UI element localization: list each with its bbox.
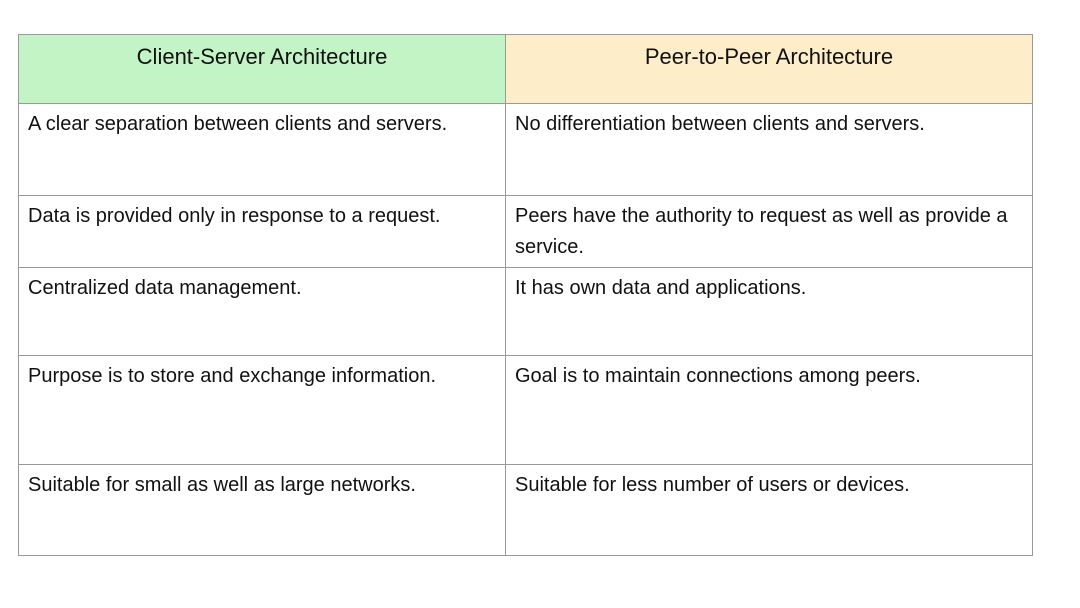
table-row: A clear separation between clients and s… xyxy=(18,103,1033,196)
table-row: Data is provided only in response to a r… xyxy=(18,195,1033,268)
cell-client-server-3: Centralized data management. xyxy=(18,267,506,356)
cell-client-server-4: Purpose is to store and exchange informa… xyxy=(18,355,506,465)
table-row: Centralized data management. It has own … xyxy=(18,267,1033,356)
table-row: Suitable for small as well as large netw… xyxy=(18,464,1033,556)
cell-client-server-1: A clear separation between clients and s… xyxy=(18,103,506,196)
cell-peer-to-peer-2: Peers have the authority to request as w… xyxy=(505,195,1033,268)
cell-client-server-2: Data is provided only in response to a r… xyxy=(18,195,506,268)
header-client-server: Client-Server Architecture xyxy=(18,34,506,104)
cell-peer-to-peer-4: Goal is to maintain connections among pe… xyxy=(505,355,1033,465)
header-peer-to-peer: Peer-to-Peer Architecture xyxy=(505,34,1033,104)
cell-client-server-5: Suitable for small as well as large netw… xyxy=(18,464,506,556)
cell-peer-to-peer-3: It has own data and applications. xyxy=(505,267,1033,356)
comparison-table: Client-Server Architecture Peer-to-Peer … xyxy=(18,34,1033,556)
cell-peer-to-peer-5: Suitable for less number of users or dev… xyxy=(505,464,1033,556)
header-row: Client-Server Architecture Peer-to-Peer … xyxy=(18,34,1033,104)
cell-peer-to-peer-1: No differentiation between clients and s… xyxy=(505,103,1033,196)
table-row: Purpose is to store and exchange informa… xyxy=(18,355,1033,465)
